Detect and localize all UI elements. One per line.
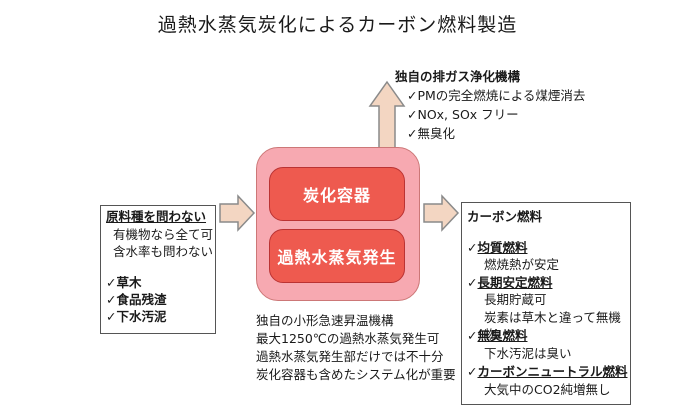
fuel-property: ✓均質燃料 bbox=[467, 240, 528, 255]
fuel-property-note: 燃焼熱が安定 bbox=[484, 257, 560, 272]
steam-generator: 過熱水蒸気発生 bbox=[269, 229, 405, 283]
fuel-property: ✓無臭燃料 bbox=[467, 328, 528, 343]
output-right-arrow bbox=[423, 194, 460, 232]
fuel-property-label: 無臭燃料 bbox=[477, 328, 528, 343]
feedstock-note: 有機物なら全て可 bbox=[113, 227, 214, 242]
feedstock-box: 原料種を問わない 有機物なら全て可 含水率も問わない ✓草木 ✓食品残渣 ✓下水… bbox=[100, 205, 216, 334]
diagram-title: 過熱水蒸気炭化によるカーボン燃料製造 bbox=[157, 14, 518, 36]
fuel-property: ✓長期安定燃料 bbox=[467, 275, 553, 290]
fuel-property-note: 大気中のCO2純増無し bbox=[484, 382, 611, 397]
carbon-fuel-heading: カーボン燃料 bbox=[467, 209, 543, 224]
exhaust-item: ✓無臭化 bbox=[407, 126, 455, 141]
fuel-property-note: 炭素は草木と違って無機物 bbox=[484, 310, 621, 342]
system-note: 炭化容器も含めたシステム化が重要 bbox=[256, 367, 456, 382]
exhaust-features: 独自の排ガス浄化機構 ✓PMの完全燃焼による煤煙消去 ✓NOx, SOx フリー… bbox=[395, 67, 585, 143]
system-notes: 独自の小形急速昇温機構 最大1250℃の過熱水蒸気発生可 過熱水蒸気発生部だけで… bbox=[256, 312, 456, 384]
fuel-property-label: 長期安定燃料 bbox=[477, 275, 553, 290]
system-note: 過熱水蒸気発生部だけでは不十分 bbox=[256, 349, 444, 364]
carbonization-vessel: 炭化容器 bbox=[269, 167, 405, 221]
exhaust-item: ✓NOx, SOx フリー bbox=[407, 107, 519, 122]
fuel-property-label: 均質燃料 bbox=[477, 240, 528, 255]
system-note: 最大1250℃の過熱水蒸気発生可 bbox=[256, 331, 440, 346]
exhaust-item: ✓PMの完全燃焼による煤煙消去 bbox=[407, 88, 586, 103]
fuel-property: ✓カーボンニュートラル燃料 bbox=[467, 364, 628, 379]
feedstock-check: ✓草木 bbox=[106, 275, 142, 290]
feedstock-check: ✓下水汚泥 bbox=[106, 309, 167, 324]
feedstock-check: ✓食品残渣 bbox=[106, 292, 167, 307]
feedstock-note: 含水率も問わない bbox=[113, 244, 214, 259]
input-right-arrow bbox=[219, 194, 256, 232]
carbon-fuel-box: カーボン燃料 ✓均質燃料 燃焼熱が安定 ✓長期安定燃料 長期貯蔵可 炭素は草木と… bbox=[461, 202, 631, 405]
fuel-property-label: カーボンニュートラル燃料 bbox=[477, 364, 628, 379]
exhaust-heading: 独自の排ガス浄化機構 bbox=[395, 69, 521, 84]
system-note: 独自の小形急速昇温機構 bbox=[256, 313, 394, 328]
feedstock-heading: 原料種を問わない bbox=[106, 209, 207, 224]
fuel-property-note: 下水汚泥は臭い bbox=[484, 346, 572, 361]
fuel-property-note: 長期貯蔵可 bbox=[484, 292, 547, 307]
